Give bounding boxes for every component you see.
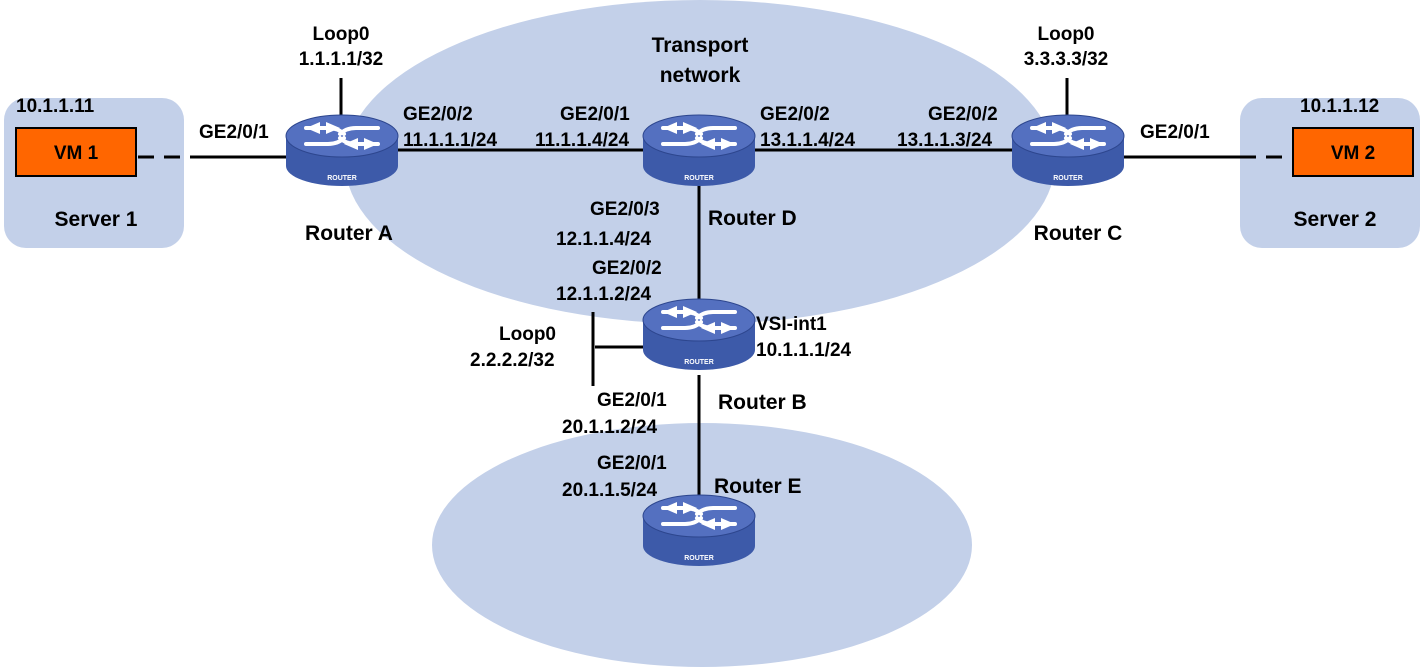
router-a-icon: ROUTER [284,113,400,188]
server2-name: Server 2 [1294,208,1377,231]
routerD-if-down-ip: 12.1.1.4/24 [556,229,652,250]
server1-ip: 10.1.1.11 [16,96,95,117]
vm2-label: VM 2 [1331,143,1375,164]
routerB-if-up-name: GE2/0/2 [592,258,662,279]
routerC-if-left-ip: 13.1.1.3/24 [897,130,993,151]
router-e-icon: ROUTER [641,493,757,568]
routerD-if-down-name: GE2/0/3 [590,199,660,220]
routerB-name: Router B [718,391,807,414]
server2-ip: 10.1.1.12 [1300,96,1379,117]
svg-text:ROUTER: ROUTER [684,175,714,182]
server1-name: Server 1 [55,208,138,231]
routerD-if-right-name: GE2/0/2 [760,104,830,125]
routerB-loop-ip: 2.2.2.2/32 [470,350,555,371]
svg-text:ROUTER: ROUTER [684,555,714,562]
routerC-if-left-name: GE2/0/2 [928,104,998,125]
router-d-icon: ROUTER [641,113,757,188]
svg-text:ROUTER: ROUTER [684,359,714,366]
routerA-loop-ip: 1.1.1.1/32 [299,49,384,70]
routerC-loop-name: Loop0 [1038,24,1095,45]
routerD-if-left-name: GE2/0/1 [560,104,630,125]
routerA-loop-name: Loop0 [313,24,370,45]
routerB-vsi-name: VSI-int1 [756,314,827,335]
routerD-if-right-ip: 13.1.1.4/24 [760,130,856,151]
routerE-if-up-ip: 20.1.1.5/24 [562,480,658,501]
vm1-label: VM 1 [54,143,99,164]
routerB-loop-name: Loop0 [499,324,556,345]
transport-label-line2: network [660,64,741,87]
routerB-vsi-ip: 10.1.1.1/24 [756,340,852,361]
routerD-if-left-ip: 11.1.1.4/24 [535,130,629,151]
svg-text:ROUTER: ROUTER [327,175,357,182]
routerB-if-down-ip: 20.1.1.2/24 [562,417,658,438]
routerA-if-left: GE2/0/1 [199,122,269,143]
routerA-if-right-name: GE2/0/2 [403,104,473,125]
routerB-if-down-name: GE2/0/1 [597,390,667,411]
vm1-box [15,127,137,177]
svg-text:ROUTER: ROUTER [1053,175,1083,182]
routerA-name: Router A [305,222,393,245]
vm2-box [1292,127,1414,177]
routerC-loop-ip: 3.3.3.3/32 [1024,49,1109,70]
routerD-name: Router D [708,207,797,230]
routerC-name: Router C [1034,222,1123,245]
router-b-icon: ROUTER [641,297,757,372]
routerB-if-up-ip: 12.1.1.2/24 [556,284,652,305]
routerC-if-right: GE2/0/1 [1140,122,1210,143]
routerA-if-right-ip: 11.1.1.1/24 [403,130,497,151]
routerE-if-up-name: GE2/0/1 [597,453,667,474]
routerE-name: Router E [714,475,802,498]
transport-label-line1: Transport [652,34,749,57]
router-c-icon: ROUTER [1010,113,1126,188]
